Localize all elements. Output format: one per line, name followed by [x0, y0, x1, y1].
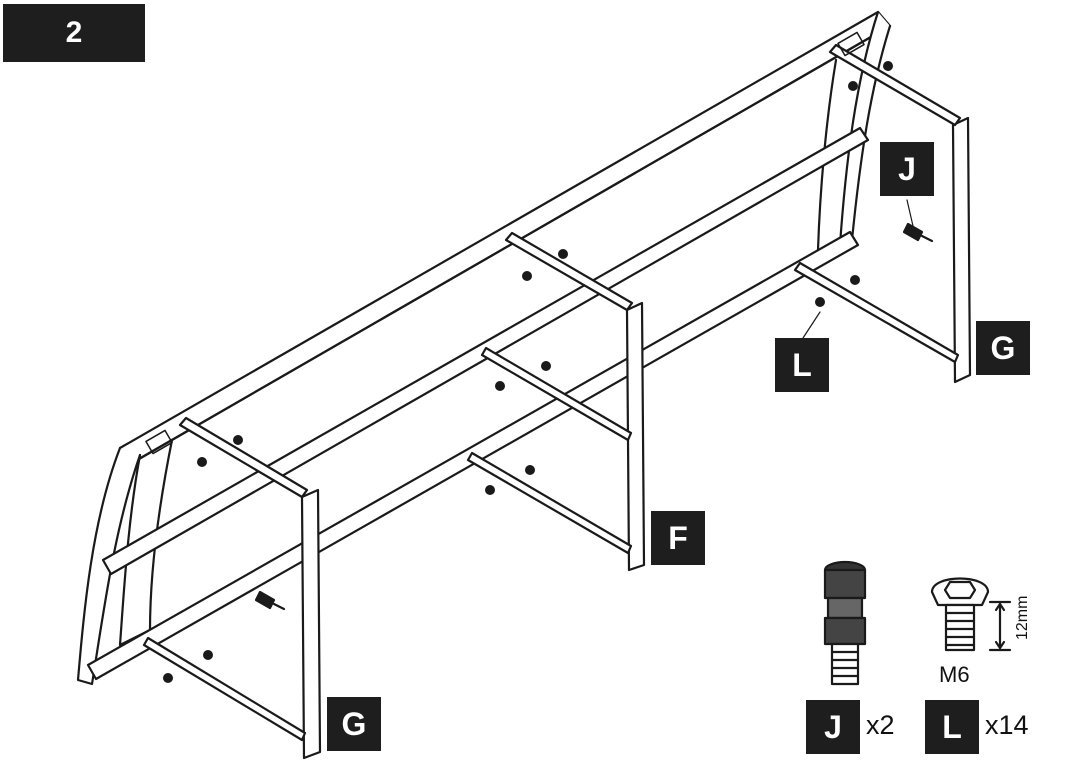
- leg-frame-middle: [466, 231, 646, 572]
- legend-l-size: M6: [939, 662, 970, 687]
- mount-brackets: [145, 31, 865, 455]
- legend-l-label: L: [925, 700, 979, 754]
- step-number-badge: 2: [3, 4, 145, 62]
- callout-j: J: [880, 142, 934, 196]
- callout-g-left: G: [327, 697, 381, 751]
- legend-l-quantity: x14: [985, 710, 1029, 740]
- legend-l-length: 12mm: [1014, 595, 1031, 640]
- part-l-drawing: [930, 577, 1012, 652]
- callout-f: F: [651, 511, 705, 565]
- legend-j-label: J: [806, 700, 860, 754]
- callout-l: L: [775, 338, 829, 392]
- part-j-drawing: [823, 560, 867, 686]
- leg-frame-left: [142, 416, 322, 760]
- feet-j: [254, 222, 934, 611]
- bolts-l: [163, 61, 893, 683]
- leg-frame-right: [793, 43, 972, 384]
- callout-g-right: G: [976, 321, 1030, 375]
- leader-lines: [802, 199, 914, 339]
- top-rail: [118, 10, 892, 465]
- legend-j-quantity: x2: [866, 710, 895, 740]
